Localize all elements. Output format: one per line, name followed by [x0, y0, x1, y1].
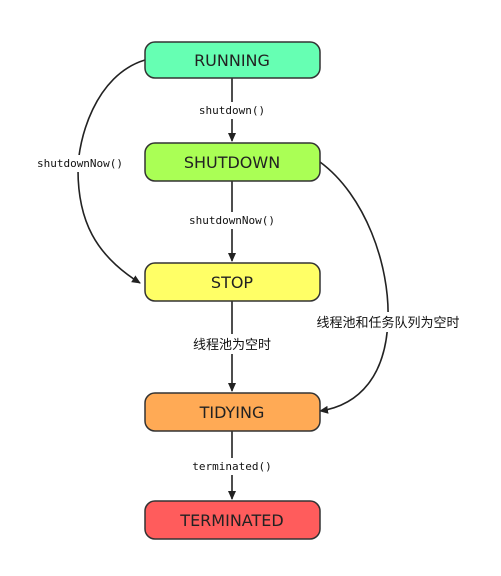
state-shutdown: SHUTDOWN: [144, 142, 321, 182]
edge-label-pool-and-queue-empty: 线程池和任务队列为空时: [316, 315, 459, 331]
edge-label-shutdownnow-center: shutdownNow(): [189, 214, 275, 227]
state-tidying: TIDYING: [144, 392, 321, 432]
state-terminated: TERMINATED: [144, 500, 321, 540]
state-tidying-box: [144, 392, 321, 432]
edge-label-bg: [186, 102, 278, 119]
edge-label-terminated: terminated(): [192, 460, 271, 473]
state-shutdown-box: [144, 142, 321, 182]
state-running: RUNNING: [144, 41, 321, 79]
state-terminated-box: [144, 500, 321, 540]
state-stop: STOP: [144, 262, 321, 302]
edge-label-shutdownnow-left: shutdownNow(): [37, 157, 123, 170]
state-running-label: RUNNING: [194, 51, 270, 70]
edge-label-bg: [174, 212, 290, 229]
edge-label-bg: [182, 334, 282, 354]
state-running-box: [144, 41, 321, 79]
edge-label-bg: [28, 155, 132, 172]
state-tidying-label: TIDYING: [199, 403, 265, 422]
edge-label-pool-empty: 线程池为空时: [193, 338, 271, 353]
state-terminated-label: TERMINATED: [179, 511, 283, 530]
state-shutdown-label: SHUTDOWN: [184, 153, 280, 172]
state-stop-label: STOP: [211, 273, 254, 292]
edge-label-shutdown: shutdown(): [199, 104, 265, 117]
edge-shutdown-to-tidying: [319, 161, 389, 414]
edge-label-bg: [180, 458, 284, 475]
edge-label-bg: [305, 312, 471, 332]
state-stop-box: [144, 262, 321, 302]
